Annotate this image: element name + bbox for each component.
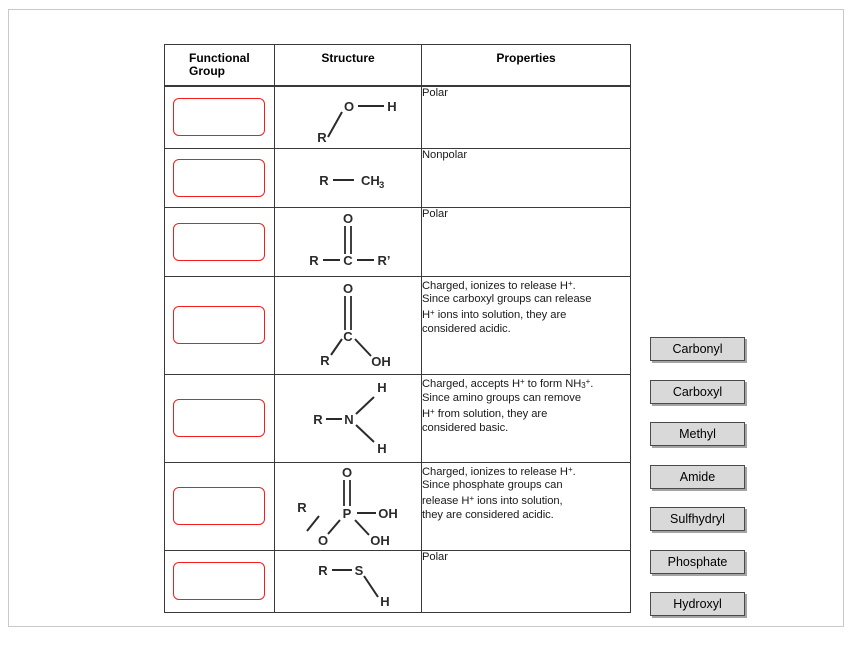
svg-text:P: P — [342, 506, 351, 521]
sulfhydryl-structure-icon: R S H — [318, 563, 389, 609]
table-row: R N H H Charged, accepts H+ to form NH3+… — [164, 373, 631, 463]
svg-text:R: R — [313, 412, 323, 427]
answer-dropzone-5[interactable] — [173, 399, 265, 437]
svg-text:R: R — [309, 253, 319, 268]
svg-text:R: R — [319, 173, 329, 188]
properties-cell-6: Charged, ionizes to release H+.Since pho… — [421, 461, 631, 551]
svg-text:C: C — [343, 329, 353, 344]
drag-label-hydroxyl[interactable]: Hydroxyl — [650, 592, 745, 616]
svg-text:H: H — [387, 99, 396, 114]
svg-text:CH: CH — [361, 173, 380, 188]
svg-text:O: O — [341, 465, 351, 480]
header-structure: Structure — [274, 44, 422, 87]
carboxyl-structure-icon: O C R OH — [320, 281, 391, 369]
svg-text:R: R — [318, 563, 328, 578]
properties-text: Charged, ionizes to release H+.Since pho… — [422, 464, 576, 521]
drag-label-sulfhydryl[interactable]: Sulfhydryl — [650, 507, 745, 531]
drag-label-methyl[interactable]: Methyl — [650, 422, 745, 446]
table-row: O P R OH O OH Charged, ionizes to releas… — [164, 461, 631, 551]
table-row: O C R R’ Polar — [164, 206, 631, 277]
structure-cell-sulfhydryl: R S H — [274, 549, 422, 613]
drag-label-carbonyl[interactable]: Carbonyl — [650, 337, 745, 361]
properties-text: Polar — [422, 207, 448, 220]
structure-cell-carbonyl: O C R R’ — [274, 206, 422, 277]
svg-text:R’: R’ — [377, 253, 390, 268]
svg-text:S: S — [354, 563, 363, 578]
dropzone-cell-1[interactable] — [164, 85, 275, 149]
dropzone-cell-3[interactable] — [164, 206, 275, 277]
draggable-label-palette: Carbonyl Carboxyl Methyl Amide Sulfhydry… — [650, 337, 746, 616]
drag-label-phosphate[interactable]: Phosphate — [650, 549, 745, 574]
properties-text: Nonpolar — [422, 148, 468, 161]
svg-text:R: R — [320, 353, 330, 368]
carbonyl-structure-icon: O C R R’ — [309, 211, 390, 268]
svg-text:O: O — [342, 211, 352, 226]
table-row: R CH 3 Nonpolar — [164, 147, 631, 208]
properties-cell-4: Charged, ionizes to release H+.Since car… — [421, 275, 631, 375]
svg-text:N: N — [344, 412, 353, 427]
table-row: O C R OH Charged, ionizes to release H+.… — [164, 275, 631, 375]
structure-cell-hydroxyl: O H R — [274, 85, 422, 149]
methyl-structure-icon: R CH 3 — [319, 173, 384, 191]
dropzone-cell-7[interactable] — [164, 549, 275, 613]
properties-text: Polar — [422, 87, 448, 99]
properties-cell-3: Polar — [421, 206, 631, 277]
header-properties: Properties — [421, 44, 631, 87]
svg-text:C: C — [343, 253, 353, 268]
svg-text:H: H — [380, 594, 389, 609]
phosphate-structure-icon: O P R OH O OH — [297, 465, 398, 548]
table-row: O H R Polar — [164, 85, 631, 149]
header-structure-label: Structure — [321, 51, 375, 65]
svg-text:R: R — [297, 500, 307, 515]
svg-text:O: O — [342, 281, 352, 296]
properties-text: Charged, ionizes to release H+.Since car… — [422, 278, 592, 335]
properties-cell-5: Charged, accepts H+ to form NH3+.Since a… — [421, 373, 631, 463]
svg-text:OH: OH — [370, 533, 390, 548]
structure-cell-carboxyl: O C R OH — [274, 275, 422, 375]
svg-text:O: O — [343, 99, 353, 114]
answer-dropzone-3[interactable] — [173, 222, 265, 261]
drag-label-carboxyl[interactable]: Carboxyl — [650, 379, 745, 404]
structure-cell-phosphate: O P R OH O OH — [274, 461, 422, 551]
header-properties-label: Properties — [496, 51, 556, 65]
answer-dropzone-7[interactable] — [173, 562, 265, 600]
answer-dropzone-2[interactable] — [173, 158, 265, 197]
svg-text:O: O — [317, 533, 327, 548]
properties-cell-2: Nonpolar — [421, 147, 631, 208]
svg-text:OH: OH — [371, 354, 391, 369]
svg-text:H: H — [377, 380, 386, 395]
dropzone-cell-4[interactable] — [164, 275, 275, 375]
answer-dropzone-4[interactable] — [173, 306, 265, 344]
dropzone-cell-6[interactable] — [164, 461, 275, 551]
structure-cell-amino: R N H H — [274, 373, 422, 463]
drag-label-amide[interactable]: Amide — [650, 464, 745, 489]
svg-text:H: H — [377, 441, 386, 456]
properties-text: Charged, accepts H+ to form NH3+.Since a… — [422, 376, 594, 434]
svg-text:3: 3 — [379, 180, 384, 191]
svg-text:R: R — [317, 130, 327, 145]
answer-dropzone-1[interactable] — [173, 98, 265, 137]
amino-structure-icon: R N H H — [313, 380, 386, 456]
properties-cell-7: Polar — [421, 549, 631, 613]
table-row: R S H Polar — [164, 549, 631, 613]
dropzone-cell-2[interactable] — [164, 147, 275, 208]
svg-text:OH: OH — [378, 506, 398, 521]
dropzone-cell-5[interactable] — [164, 373, 275, 463]
properties-cell-1: Polar — [421, 85, 631, 149]
properties-text: Polar — [422, 550, 448, 563]
hydroxyl-structure-icon: O H R — [317, 99, 396, 145]
structure-cell-methyl: R CH 3 — [274, 147, 422, 208]
answer-dropzone-6[interactable] — [173, 487, 265, 525]
